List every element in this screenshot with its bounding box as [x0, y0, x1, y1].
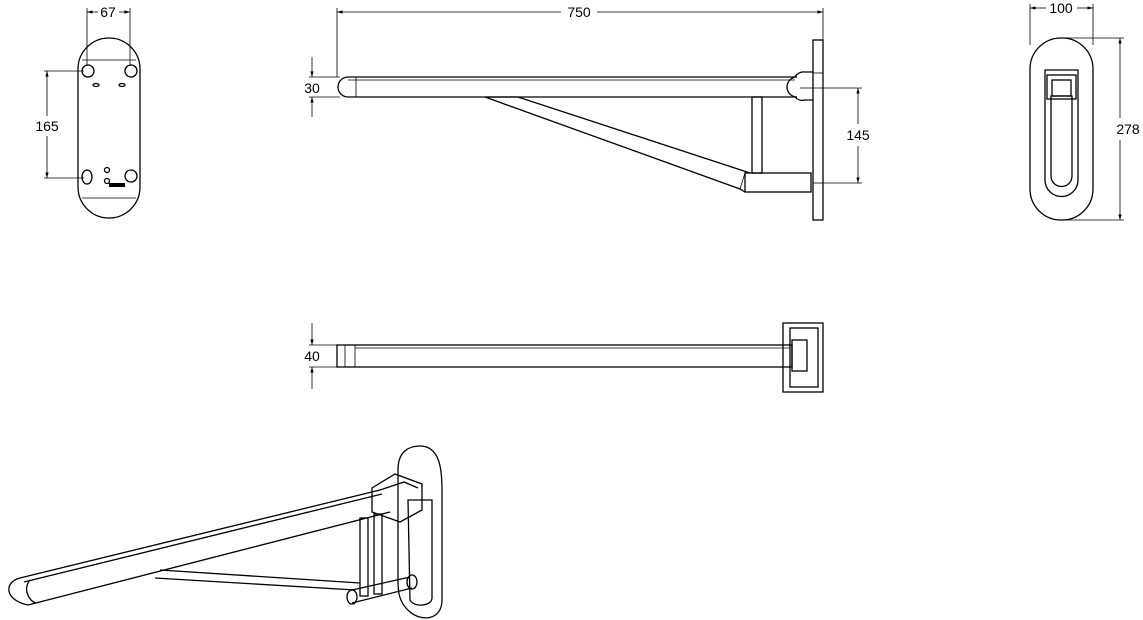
dim-rail-width: 40 [304, 348, 320, 364]
dim-plate-hole-spacing-width: 67 [100, 4, 116, 20]
dim-plate-width: 100 [1049, 0, 1073, 16]
dim-rail-length: 750 [567, 4, 591, 20]
front-view-wall-plate: 67 165 [35, 4, 141, 219]
dim-brace-offset: 145 [846, 127, 870, 143]
perspective-view [8, 445, 443, 619]
top-view-rail: 40 [304, 322, 824, 393]
dim-plate-hole-spacing-height: 165 [35, 118, 59, 134]
end-view: 100 278 [1029, 0, 1140, 221]
dim-plate-height: 278 [1116, 121, 1140, 137]
dim-rail-height: 30 [304, 80, 320, 96]
side-view-rail: 750 30 145 [304, 4, 870, 221]
